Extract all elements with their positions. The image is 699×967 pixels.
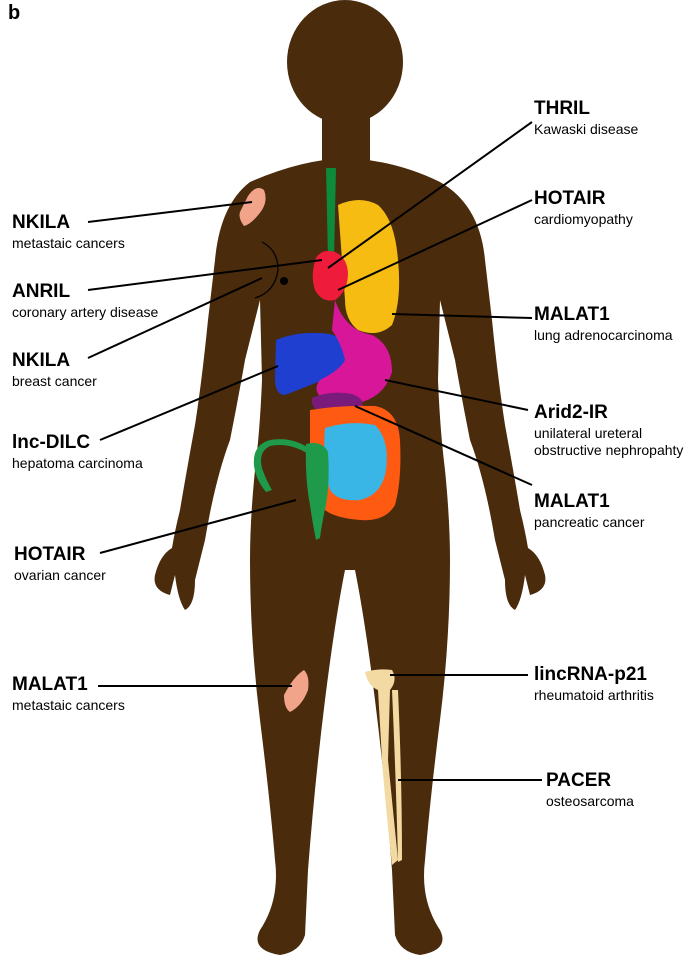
annotation-nkila-shoulder: NKILA metastaic cancers [12, 212, 125, 252]
gene-label: lnc-DILC [12, 432, 143, 455]
gene-label: MALAT1 [534, 304, 673, 327]
annotation-thril: THRIL Kawaski disease [534, 98, 638, 138]
annotation-malat1-knee: MALAT1 metastaic cancers [12, 674, 125, 714]
disease-label: metastaic cancers [12, 235, 125, 252]
gene-label: HOTAIR [14, 544, 106, 567]
disease-label: unilateral ureteral [534, 425, 683, 442]
annotation-lnc-dilc: lnc-DILC hepatoma carcinoma [12, 432, 143, 472]
gene-label: PACER [546, 770, 634, 793]
disease-label: rheumatoid arthritis [534, 687, 654, 704]
disease-label-line2: obstructive nephropahty [534, 442, 683, 459]
disease-label: cardiomyopathy [534, 211, 633, 228]
annotation-nkila-breast: NKILA breast cancer [12, 350, 97, 390]
gene-label: ANRIL [12, 281, 158, 304]
gene-label: MALAT1 [534, 491, 645, 514]
gene-label: Arid2-IR [534, 402, 683, 425]
gene-label: HOTAIR [534, 188, 633, 211]
disease-label: osteosarcoma [546, 793, 634, 810]
small-intestine [324, 423, 387, 500]
disease-label: coronary artery disease [12, 304, 158, 321]
gene-label: THRIL [534, 98, 638, 121]
disease-label: pancreatic cancer [534, 514, 645, 531]
disease-label: breast cancer [12, 373, 97, 390]
annotation-hotair-ovary: HOTAIR ovarian cancer [14, 544, 106, 584]
annotation-anril: ANRIL coronary artery disease [12, 281, 158, 321]
annotation-arid2-ir: Arid2-IR unilateral ureteral obstructive… [534, 402, 683, 458]
disease-label: metastaic cancers [12, 697, 125, 714]
disease-label: hepatoma carcinoma [12, 455, 143, 472]
annotation-pacer: PACER osteosarcoma [546, 770, 634, 810]
annotation-lincrna-p21: lincRNA-p21 rheumatoid arthritis [534, 664, 654, 704]
gene-label: MALAT1 [12, 674, 125, 697]
nipple [280, 277, 288, 285]
disease-label: lung adrenocarcinoma [534, 327, 673, 344]
annotation-hotair-heart: HOTAIR cardiomyopathy [534, 188, 633, 228]
panel-letter: b [8, 2, 20, 25]
gene-label: lincRNA-p21 [534, 664, 654, 687]
disease-label: Kawaski disease [534, 121, 638, 138]
gene-label: NKILA [12, 350, 97, 373]
disease-label: ovarian cancer [14, 567, 106, 584]
annotation-malat1-pancreas: MALAT1 pancreatic cancer [534, 491, 645, 531]
gene-label: NKILA [12, 212, 125, 235]
annotation-malat1-lung: MALAT1 lung adrenocarcinoma [534, 304, 673, 344]
